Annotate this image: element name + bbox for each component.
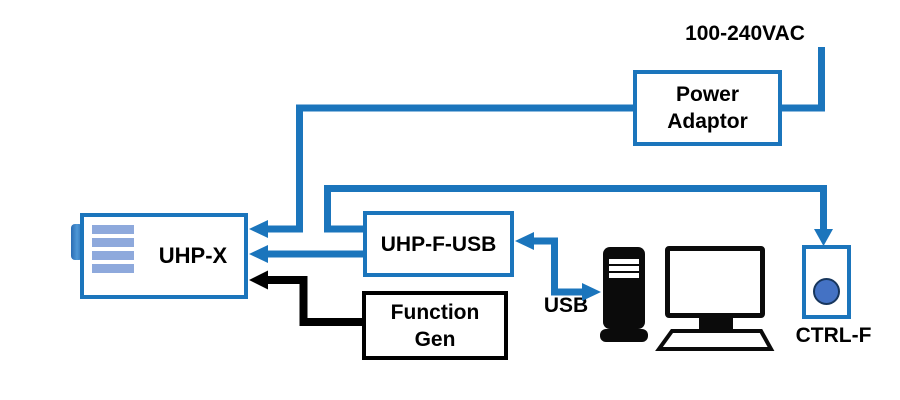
monitor-stand	[699, 317, 733, 331]
grille-stripe	[92, 225, 134, 234]
connector-usb-link	[532, 237, 584, 296]
grille-icon	[92, 225, 134, 277]
grille-stripe	[92, 264, 134, 273]
grille-stripe	[92, 251, 134, 260]
tower-vent	[609, 266, 639, 271]
power-adaptor-label-line2: Adaptor	[667, 110, 748, 133]
uhp-f-usb-label: UHP-F-USB	[380, 232, 497, 256]
power-adaptor-label-line1: Power	[675, 83, 740, 106]
arrowhead-into-uhpx-top	[249, 220, 268, 238]
arrowhead-into-uhpx-mid	[249, 245, 268, 263]
function-gen-label-line1: Function	[390, 300, 480, 324]
connector-mains-to-adaptor	[780, 47, 825, 112]
monitor-icon	[665, 246, 765, 318]
arrowhead-into-uhpfusb	[515, 232, 534, 250]
tower-vent	[609, 259, 639, 264]
pc-tower-base	[600, 329, 648, 342]
grille-stripe	[92, 238, 134, 247]
arrowhead-into-ctrlf	[814, 229, 833, 246]
uhp-x-node: UHP-X	[80, 213, 248, 299]
mains-voltage-label: 100-240VAC	[685, 22, 805, 45]
connector-funcgen-to-uhpx	[266, 276, 362, 326]
ctrl-f-label: CTRL-F	[795, 324, 872, 347]
function-gen-node: Function Gen	[362, 291, 508, 360]
uhp-f-usb-node: UHP-F-USB	[363, 211, 514, 277]
uhp-x-label: UHP-X	[158, 243, 228, 268]
keyboard-icon	[655, 329, 775, 351]
power-adaptor-node: Power Adaptor	[633, 70, 782, 146]
usb-label: USB	[543, 294, 589, 317]
pc-tower-icon	[603, 247, 645, 329]
arrowhead-into-uhpx-bottom	[249, 270, 268, 290]
tower-vent	[609, 273, 639, 278]
power-button-icon	[813, 278, 840, 305]
function-gen-label-line2: Gen	[414, 327, 456, 351]
